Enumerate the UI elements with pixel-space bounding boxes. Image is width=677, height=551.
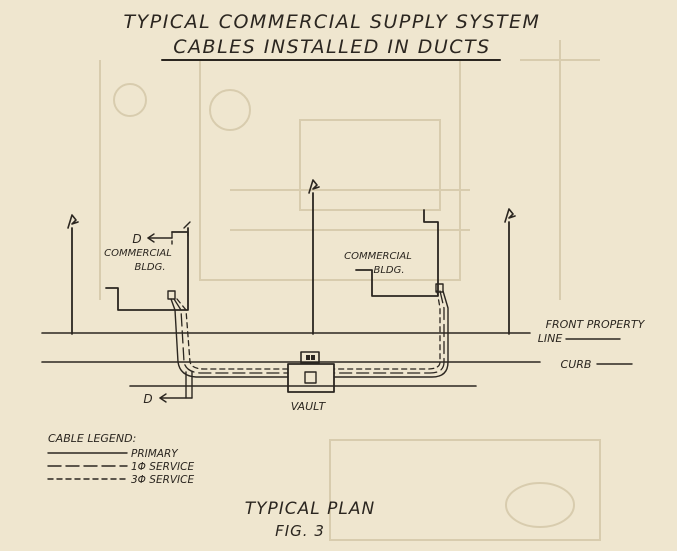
pole-right: [504, 208, 516, 335]
cable-1ph-right: [333, 290, 445, 374]
legend-heading: CABLE LEGEND:: [48, 432, 136, 445]
cable-3ph-left: [176, 298, 289, 370]
building-left-label-2: BLDG.: [134, 262, 165, 273]
diagram-title: TYPICAL COMMERCIAL SUPPLY SYSTEM: [124, 11, 541, 33]
building-right-label-1: COMMERCIAL: [344, 251, 412, 262]
cable-legend: CABLE LEGEND: PRIMARY 1Φ SERVICE 3Φ SERV…: [47, 432, 194, 486]
pole-center: [308, 179, 320, 335]
figure-number: FIG. 3: [275, 522, 325, 540]
front-property-line-label-2: LINE: [538, 332, 563, 345]
service-entrance-left: [167, 290, 176, 300]
cable-3ph-right: [333, 290, 441, 370]
service-entrance-right: [435, 283, 444, 293]
vault-label: VAULT: [291, 400, 327, 413]
vault: [287, 351, 335, 393]
cable-primary-right: [333, 290, 449, 378]
pole-left: [67, 214, 79, 335]
arrow-d-bottom-head: [159, 393, 167, 403]
curb-label: CURB: [561, 358, 592, 371]
cable-primary-left: [170, 298, 289, 378]
legend-label-primary: PRIMARY: [131, 448, 179, 460]
label-d-bottom: D: [143, 392, 152, 406]
diagram-subtitle: CABLES INSTALLED IN DUCTS: [173, 36, 490, 58]
front-property-line-label-1: FRONT PROPERTY: [546, 318, 646, 331]
building-left-label-1: COMMERCIAL: [104, 248, 172, 259]
feeder-bottom-left: [185, 371, 193, 399]
cable-1ph-left: [173, 298, 289, 374]
background-ghost-artwork: [99, 40, 601, 541]
feeder-top-left: [171, 231, 189, 245]
legend-label-1ph: 1Φ SERVICE: [131, 461, 194, 473]
label-d-top: D: [132, 232, 141, 246]
building-left-break: [183, 221, 191, 229]
arrow-d-top-head: [147, 233, 155, 243]
figure-caption: TYPICAL PLAN: [245, 499, 375, 519]
building-right-label-2: BLDG.: [373, 265, 404, 276]
legend-label-3ph: 3Φ SERVICE: [131, 474, 194, 486]
building-left-outline: [105, 227, 189, 311]
